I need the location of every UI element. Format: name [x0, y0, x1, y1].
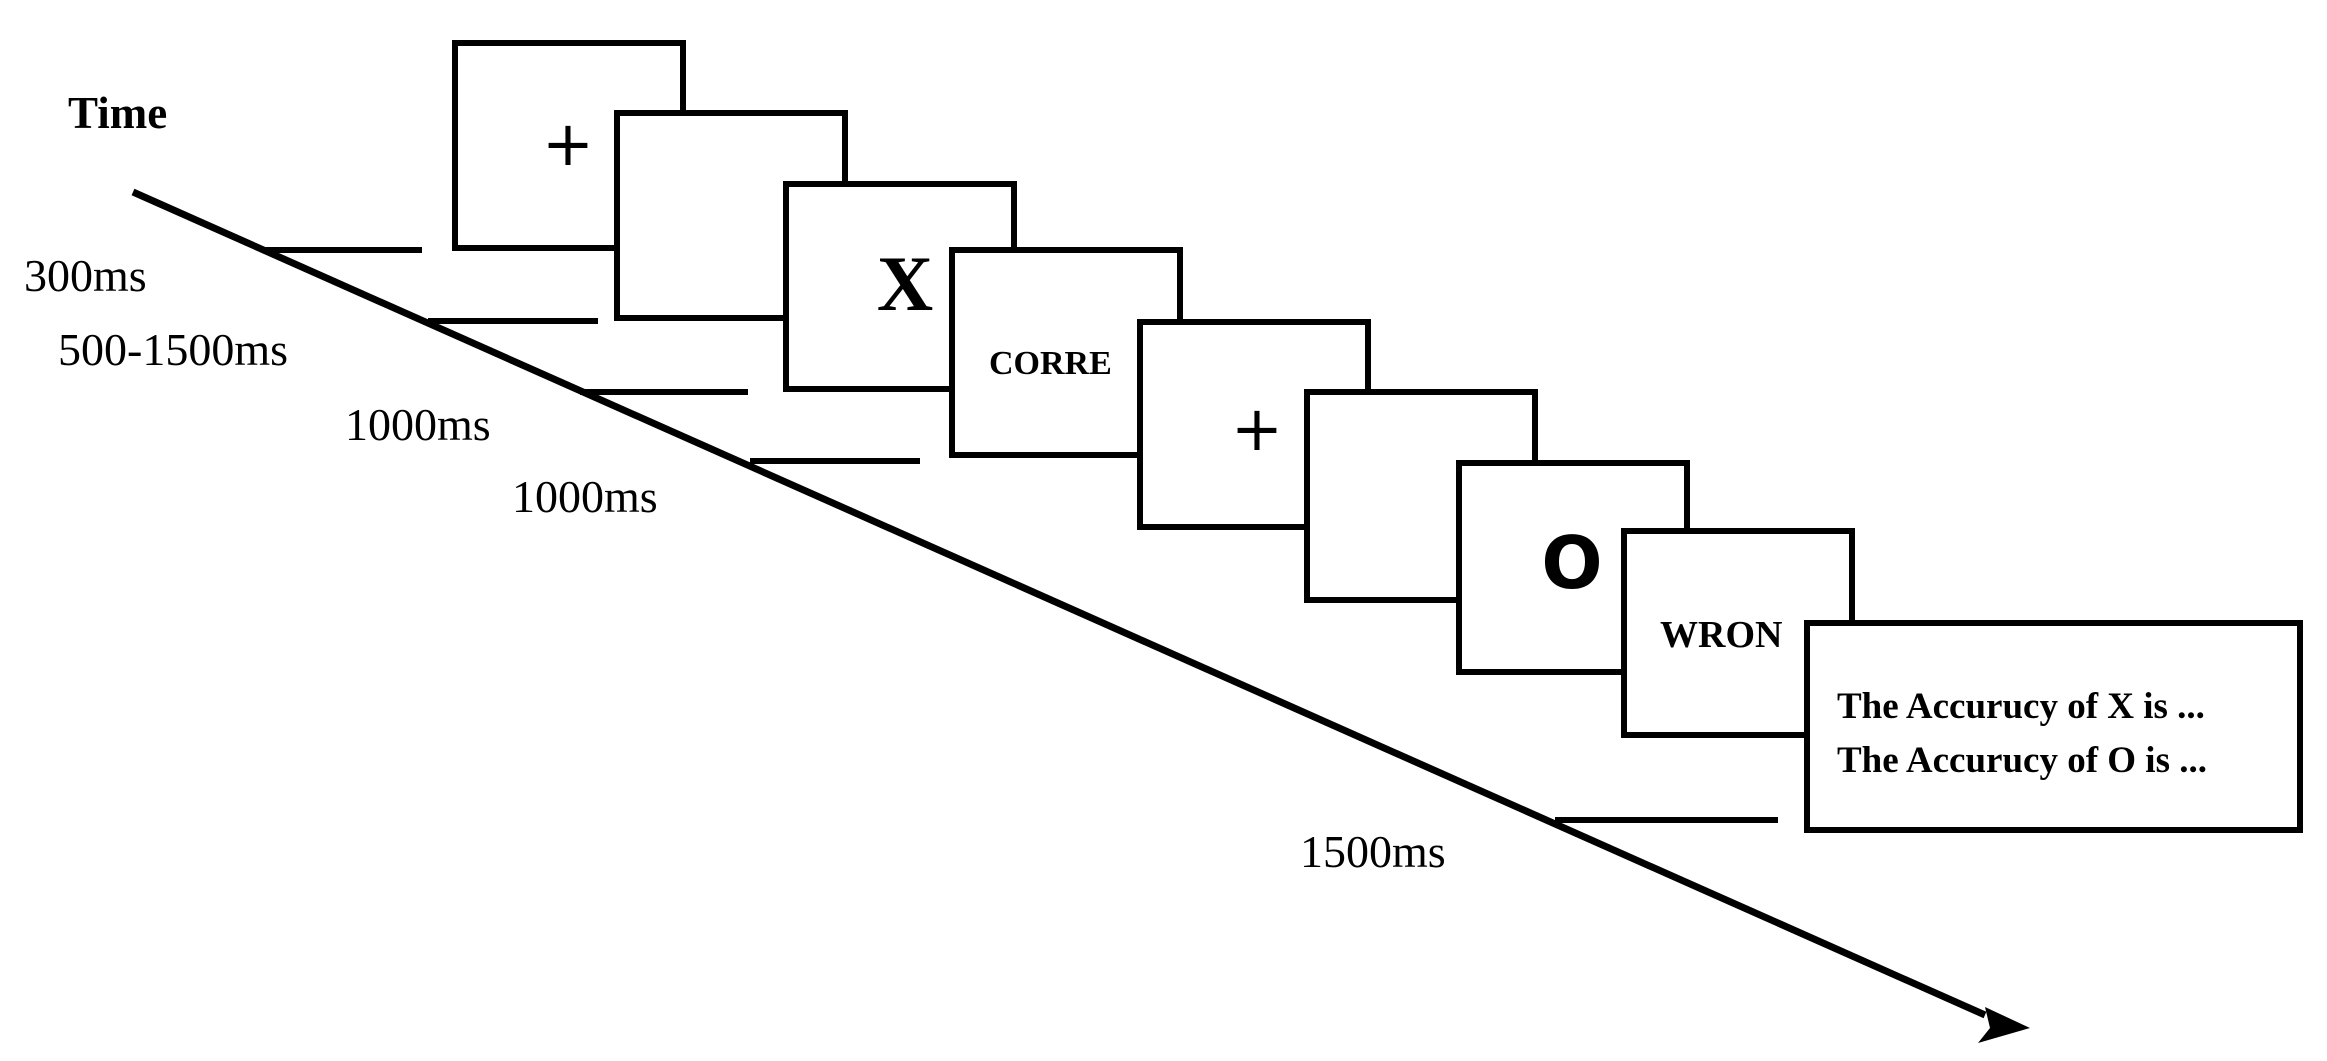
stimulus-o: O [1541, 521, 1602, 605]
time-axis-arrowhead-icon [1978, 1007, 2030, 1043]
fixation-cross-1: + [542, 107, 594, 180]
screen-accuracy-summary: The Accurucy of X is ... The Accurucy of… [1804, 620, 2303, 833]
fixation-cross-2: + [1231, 392, 1283, 465]
stimulus-x: X [877, 240, 933, 327]
summary-line-o: The Accurucy of O is ... [1837, 740, 2207, 781]
duration-label-300ms: 300ms [24, 250, 147, 301]
time-axis [131, 188, 1987, 1019]
duration-label-1000ms-a: 1000ms [345, 399, 491, 450]
feedback-correct-text: CORRE [989, 345, 1112, 382]
duration-label-1000ms-b: 1000ms [512, 471, 658, 522]
summary-line-x: The Accurucy of X is ... [1837, 686, 2205, 727]
feedback-wrong-text: WRON [1660, 614, 1782, 656]
time-label: Time [68, 88, 167, 138]
duration-label-500-1500ms: 500-1500ms [58, 324, 288, 375]
duration-label-1500ms: 1500ms [1300, 826, 1446, 877]
